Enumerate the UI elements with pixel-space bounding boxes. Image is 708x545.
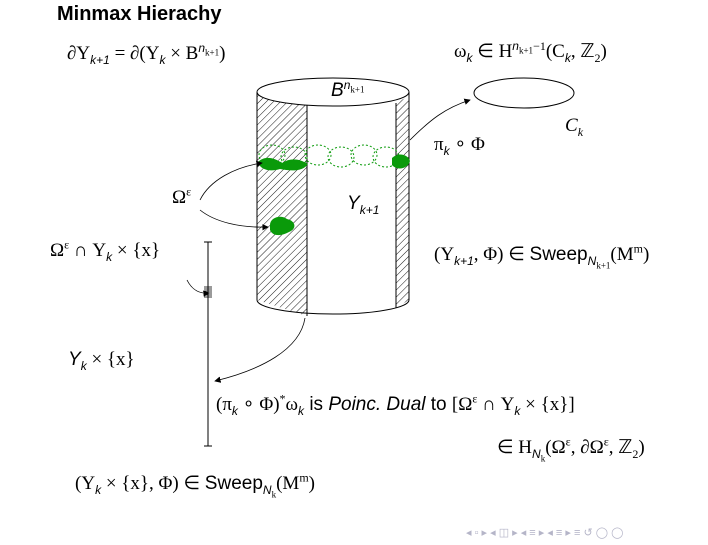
green-band-left [258, 157, 308, 171]
y-k1-label: Yk+1 [347, 193, 380, 217]
beamer-nav-controls[interactable]: ◂ ▫ ▸ ◂ ◫ ▸ ◂ ≡ ▸ ◂ ≡ ▸ ≡ ↺ ◯ ◯ [466, 527, 624, 539]
cylinder-right-hatch [396, 96, 409, 308]
intersection-label: Ωε ∩ Yk × {x} [50, 237, 161, 264]
green-band-right [392, 154, 410, 169]
c-k-label: Ck [565, 115, 584, 139]
omega-eps-label: Ωε [172, 184, 192, 208]
boundary-formula: ∂Yk+1 = ∂(Yk × Bnk+1) [67, 40, 226, 67]
dual-formula: (πk ∘ Φ)*ωk is Poinc. Dual to [Ωε ∩ Yk ×… [216, 391, 575, 418]
sweep-k1-formula: (Yk+1, Φ) ∈ SweepNk+1(Mm) [434, 241, 650, 271]
omega-k-formula: ωk ∈ Hnk+1−1(Ck, ℤ2) [454, 38, 607, 65]
cylinder-left-hatch [257, 92, 307, 316]
homology-formula: ∈ HNk(Ωε, ∂Ωε, ℤ2) [497, 434, 645, 464]
arrow-omega-blob [199, 209, 269, 231]
cylinder-top-ellipse [256, 77, 410, 107]
green-blob [270, 216, 295, 236]
arrow-to-ck [409, 98, 471, 141]
sweep-k-formula: (Yk × {x}, Φ) ∈ SweepNk(Mm) [75, 470, 315, 500]
slice-marks [204, 286, 212, 298]
arrow-from-cylinder [214, 317, 306, 383]
slide-title: Minmax Hierachy [57, 3, 222, 25]
arrow-omega-band [199, 160, 263, 201]
projection-label: πk ∘ Φ [434, 134, 485, 158]
yk-x-label: Yk × {x} [68, 349, 135, 373]
set-c-k-ellipse [473, 77, 575, 109]
ball-label: Bnk+1 [331, 77, 365, 101]
cylinder-bottom-arc [256, 299, 410, 315]
